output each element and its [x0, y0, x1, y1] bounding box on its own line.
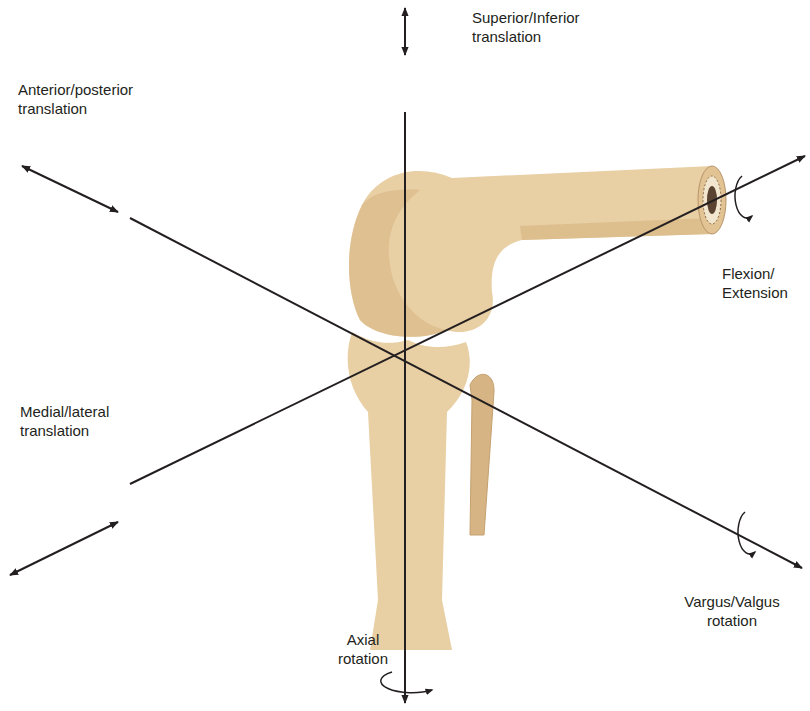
axis-label: Superior/Inferior translation	[472, 8, 582, 46]
axis-label: Medial/lateral translation	[20, 402, 160, 440]
axis-label: Vargus/Valgus rotation	[672, 592, 792, 630]
axis-label: Flexion/ Extension	[722, 264, 806, 302]
axis-label: Anterior/posterior translation	[18, 80, 188, 118]
axis-label: Axial rotation	[326, 630, 400, 668]
axis-lines	[10, 8, 805, 703]
